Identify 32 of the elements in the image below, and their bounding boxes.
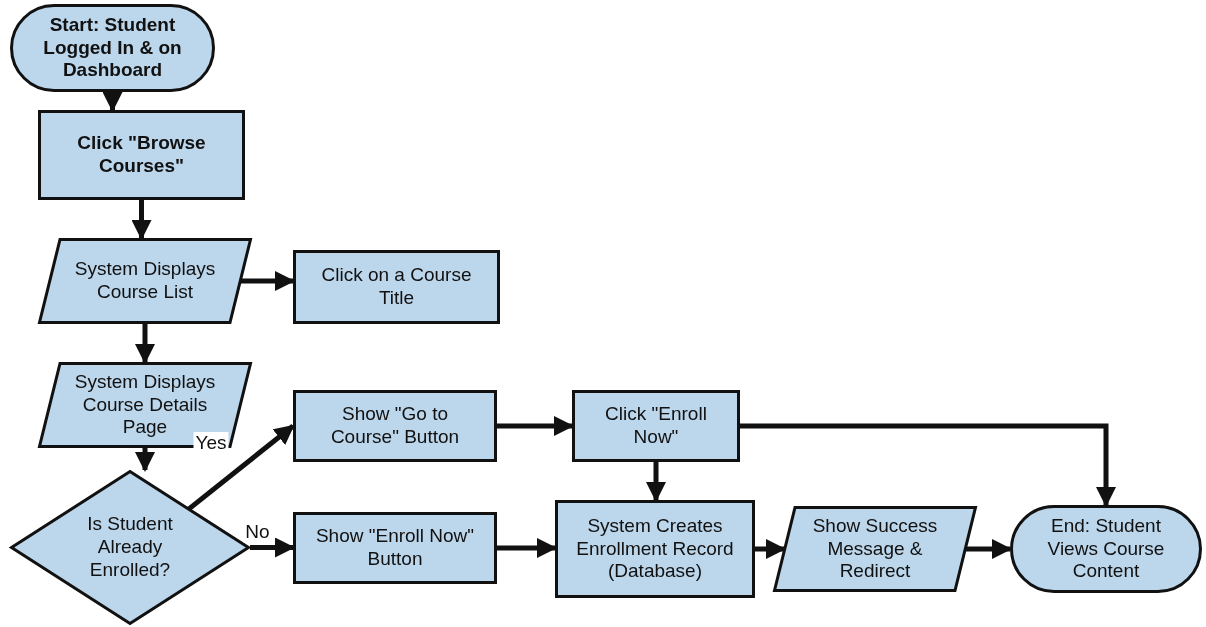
node-label: Show "Go to Course" Button [329, 403, 461, 449]
data-parallelogram [38, 238, 252, 324]
node-label: Click on a Course Title [320, 264, 473, 310]
arrow [966, 539, 1012, 559]
node-label: System Displays Course List [73, 258, 217, 304]
node-label: Is Student Already Enrolled? [86, 513, 174, 582]
node-label: End: Student Views Course Content [1046, 514, 1166, 584]
arrow [135, 324, 155, 364]
arrow [497, 538, 557, 558]
process-box [555, 500, 755, 598]
process-box [38, 110, 245, 200]
process-box [293, 390, 497, 462]
node-label: Click "Enroll Now" [604, 403, 708, 449]
arrow [646, 462, 666, 502]
arrow [102, 92, 123, 112]
data-parallelogram [38, 362, 252, 448]
node-label: Show "Enroll Now" Button [314, 525, 476, 571]
node-label: Show Success Message & Redirect [811, 514, 939, 584]
arrow [740, 423, 1116, 507]
arrow [241, 271, 295, 291]
arrow [755, 539, 786, 559]
process-box [572, 390, 740, 462]
node-label: System Creates Enrollment Record (Database) [575, 514, 735, 584]
node-label: Start: Student Logged In & on Dashboard [42, 13, 183, 83]
arrow [135, 448, 155, 472]
arrow [131, 200, 152, 240]
data-parallelogram [773, 506, 977, 592]
process-box [293, 512, 497, 584]
node-label: Click "Browse Courses" [76, 132, 207, 178]
process-box [293, 250, 500, 324]
arrow [250, 537, 295, 558]
arrow [497, 416, 574, 436]
